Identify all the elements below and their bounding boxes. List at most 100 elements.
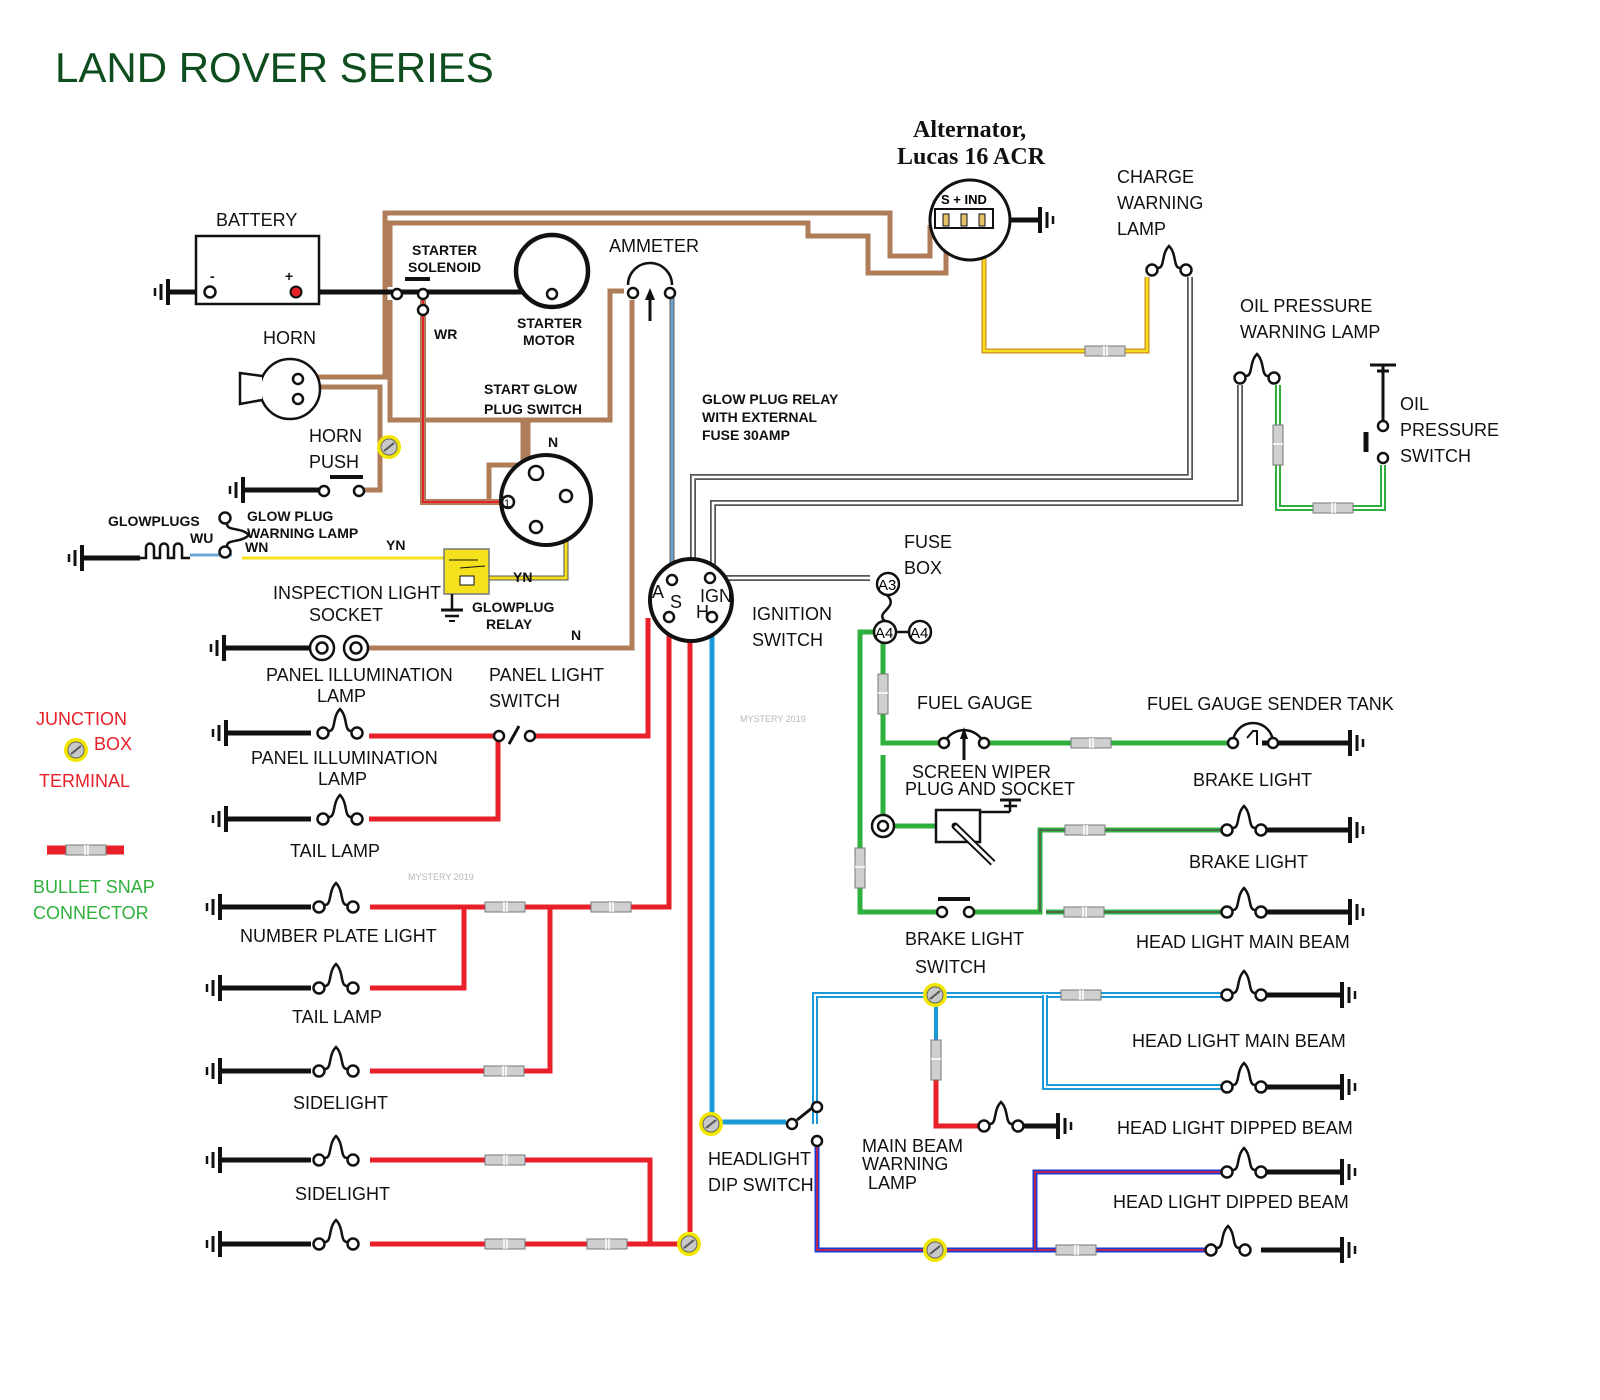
oil-pressure-warning-lamp [1233, 352, 1281, 385]
screen-wiper-plug-socket [870, 798, 1021, 866]
sidelight-1-label: SIDELIGHT [293, 1093, 388, 1113]
blue-wires [709, 620, 1227, 1253]
fuel-gauge-label: FUEL GAUGE [917, 693, 1032, 713]
bullet-connector-main [1060, 989, 1102, 1001]
brown-wires [298, 210, 949, 651]
oil-switch-label-2: PRESSURE [1400, 420, 1499, 440]
bullet-connector-oil-1 [1272, 424, 1284, 466]
sidelight-2-label: SIDELIGHT [295, 1184, 390, 1204]
fuse-box-label: FUSE [904, 532, 952, 552]
fuse-a4-right: A4 [910, 625, 928, 642]
main-beam-warning-ground-icon [1056, 1111, 1073, 1141]
horn-ground-icon [228, 475, 245, 505]
ignition-switch-label: IGNITION [752, 604, 832, 624]
panel-illum-2-label-2: LAMP [318, 769, 367, 789]
starter-solenoid [390, 277, 430, 317]
inspection-label-2: SOCKET [309, 605, 383, 625]
oil-switch-label-3: SWITCH [1400, 446, 1471, 466]
ign-terminal-s: S [670, 592, 682, 612]
tail-lamp-1-ground-icon [205, 892, 222, 922]
glowplugs-ground-icon [67, 543, 84, 573]
head-light-main-beam-1 [1220, 969, 1268, 1002]
glowplugs [140, 542, 190, 560]
wn-label: WN [245, 539, 268, 555]
yn-label-bottom: YN [513, 569, 532, 585]
brake-switch-label-2: SWITCH [915, 957, 986, 977]
legend-junction-icon [63, 737, 89, 763]
dip-switch-label: HEADLIGHT [708, 1149, 811, 1169]
battery-label: BATTERY [216, 210, 297, 230]
panel-illumination-lamp-1 [316, 707, 364, 740]
legend-bullet-label-2: CONNECTOR [33, 903, 149, 923]
oil-pressure-switch [1363, 363, 1396, 465]
main-beam-warning-label: MAIN BEAM [862, 1136, 963, 1156]
bullet-connector-fuel-2 [1070, 737, 1112, 749]
ammeter [626, 261, 677, 321]
legend-bullet-icon [65, 844, 107, 856]
panel-light-switch-label-2: SWITCH [489, 691, 560, 711]
bullet-connector-side-1 [484, 1154, 526, 1166]
charge-warning-label: CHARGE [1117, 167, 1194, 187]
n-label-bottom: N [571, 627, 581, 643]
inspection-light-socket [308, 634, 370, 662]
battery-negative-sign: - [210, 268, 215, 284]
ign-terminal-ign: IGN [700, 586, 732, 606]
number-plate-light [312, 962, 360, 995]
junction-box-terminal-dipped [922, 1237, 948, 1263]
sidelight-1-ground-icon [205, 1145, 222, 1175]
horn-label: HORN [263, 328, 316, 348]
fuse-a3: A3 [878, 577, 896, 594]
tail-lamp-1 [312, 881, 360, 914]
oil-warning-label-2: WARNING LAMP [1240, 322, 1380, 342]
charge-wire [981, 225, 1150, 354]
panel-illum-2-label: PANEL ILLUMINATION [251, 748, 438, 768]
fuse-box: A3 A4 A4 [872, 571, 933, 645]
panel-light-switch-label: PANEL LIGHT [489, 665, 604, 685]
alternator-terminals: S + IND [941, 192, 987, 207]
brake-light-2-ground-icon [1348, 897, 1365, 927]
red-wires [369, 618, 693, 1247]
glowplug-relay [441, 548, 490, 622]
head-main-2-label: HEAD LIGHT MAIN BEAM [1132, 1031, 1346, 1051]
head-light-dipped-beam-1 [1220, 1146, 1268, 1179]
legend: JUNCTION BOX TERMINAL BULLET SNAP CONNEC… [33, 709, 155, 923]
ammeter-label: AMMETER [609, 236, 699, 256]
watermark: MYSTERY 2019 [740, 714, 806, 724]
number-plate-label: NUMBER PLATE LIGHT [240, 926, 437, 946]
inspection-label: INSPECTION LIGHT [273, 583, 441, 603]
bullet-connector-tail-3 [483, 1065, 525, 1077]
fuse-a4-left: A4 [875, 625, 893, 642]
starter-motor-label-2: MOTOR [523, 332, 575, 348]
ignition-switch-label-2: SWITCH [752, 630, 823, 650]
glow-relay-fuse-note-3: FUSE 30AMP [702, 427, 790, 443]
head-light-dipped-beam-2 [1204, 1224, 1252, 1257]
starter-solenoid-label-2: SOLENOID [408, 259, 481, 275]
bullet-connector-brake-1 [1064, 824, 1106, 836]
diagram-title: LAND ROVER SERIES [55, 44, 494, 91]
bullet-connector-dipped [1055, 1244, 1097, 1256]
junction-box-terminal-main [922, 982, 948, 1008]
tail-lamp-2-ground-icon [205, 1056, 222, 1086]
legend-junction-label: JUNCTION [36, 709, 127, 729]
alternator: S + IND [928, 178, 1012, 262]
glow-warning-label-2: WARNING LAMP [247, 525, 358, 541]
legend-junction-label-3: TERMINAL [39, 771, 130, 791]
main-beam-warning-lamp [977, 1100, 1025, 1133]
panel-illum-1-label: PANEL ILLUMINATION [266, 665, 453, 685]
starter-motor [513, 232, 591, 310]
alternator-ground-icon [1038, 205, 1055, 235]
head-main-1-ground-icon [1340, 980, 1357, 1010]
glowplugs-label: GLOWPLUGS [108, 513, 200, 529]
bullet-connector-tail [484, 901, 526, 913]
junction-box-terminal-horn [376, 434, 402, 460]
brake-light-1 [1220, 804, 1268, 837]
glow-relay-fuse-note-2: WITH EXTERNAL [702, 409, 818, 425]
ignition-grey-wires [690, 277, 1243, 581]
glowplug-relay-label-2: RELAY [486, 616, 533, 632]
wiper-label: SCREEN WIPER [912, 762, 1051, 782]
yn-label-top: YN [386, 537, 405, 553]
head-main-2-ground-icon [1340, 1072, 1357, 1102]
bullet-connector-main-warning [930, 1039, 942, 1081]
panel-illumination-lamp-2 [316, 793, 364, 826]
